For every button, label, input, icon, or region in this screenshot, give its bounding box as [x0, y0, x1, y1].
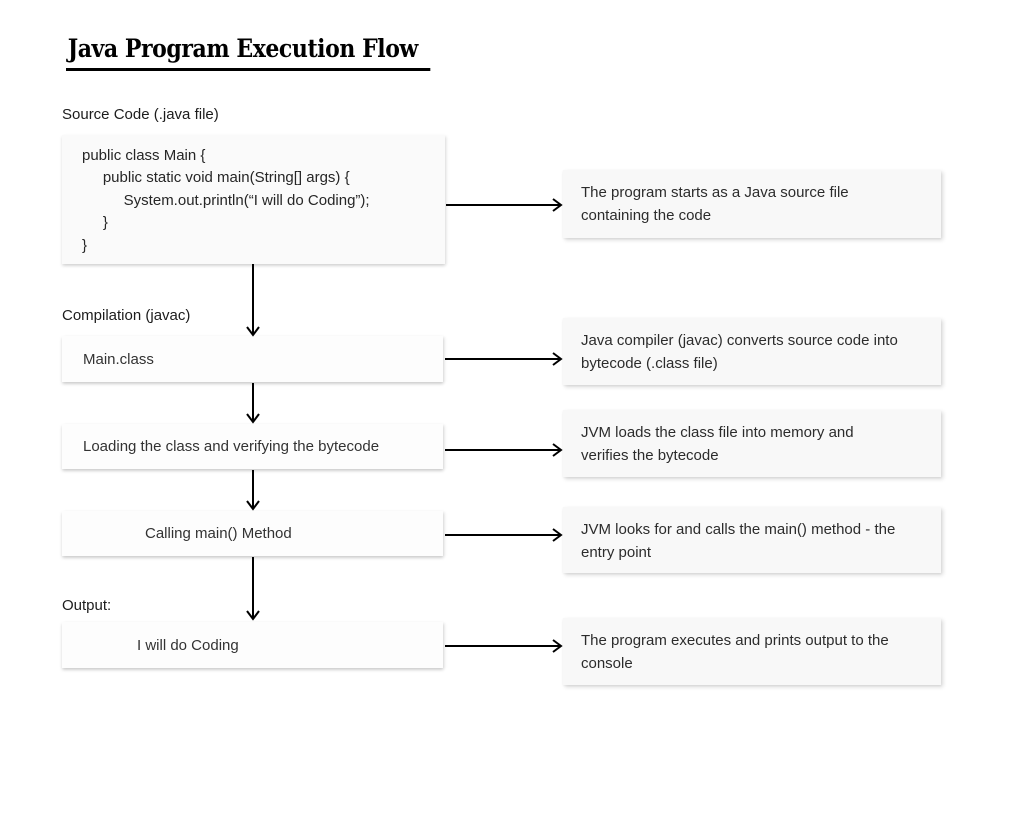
- code-line: public static void main(String[] args) {: [82, 169, 350, 187]
- down-arrow-icon: [245, 383, 261, 425]
- down-arrow-icon: [245, 470, 261, 512]
- explanation-box-jvm-load: JVM loads the class file into memory and…: [563, 410, 941, 477]
- compilation-label: Compilation (javac): [62, 307, 191, 324]
- explanation-box-source: The program starts as a Java source file…: [563, 170, 941, 238]
- step-label: Calling main() Method: [145, 525, 292, 542]
- step-label: I will do Coding: [137, 636, 239, 654]
- step-box-calling-main: Calling main() Method: [62, 511, 443, 556]
- down-arrow-icon: [245, 264, 261, 338]
- explanation-box-compiler: Java compiler (javac) converts source co…: [563, 318, 941, 385]
- step-label: Main.class: [83, 350, 154, 368]
- step-box-main-class: Main.class: [62, 336, 443, 382]
- explanation-box-main-call: JVM looks for and calls the main() metho…: [563, 507, 941, 573]
- step-box-program-output: I will do Coding: [62, 622, 443, 668]
- right-arrow-icon: [445, 527, 564, 543]
- explanation-box-output: The program executes and prints output t…: [563, 618, 941, 685]
- output-label: Output:: [62, 597, 112, 614]
- source-code-box: public class Main { public static void m…: [62, 135, 445, 264]
- code-line: }: [82, 236, 88, 254]
- right-arrow-icon: [445, 638, 564, 654]
- down-arrow-icon: [245, 557, 261, 622]
- right-arrow-icon: [446, 197, 564, 213]
- step-label: Loading the class and verifying the byte…: [83, 438, 380, 455]
- code-line: }: [82, 214, 108, 232]
- step-box-loading-verifying: Loading the class and verifying the byte…: [62, 424, 443, 469]
- source-code-label: Source Code (.java file): [62, 106, 219, 123]
- page-title: Java Program Execution Flow: [66, 34, 431, 71]
- right-arrow-icon: [445, 351, 564, 367]
- code-line: public class Main {: [82, 147, 206, 164]
- code-line: System.out.println(“I will do Coding”);: [82, 191, 370, 209]
- right-arrow-icon: [445, 442, 564, 458]
